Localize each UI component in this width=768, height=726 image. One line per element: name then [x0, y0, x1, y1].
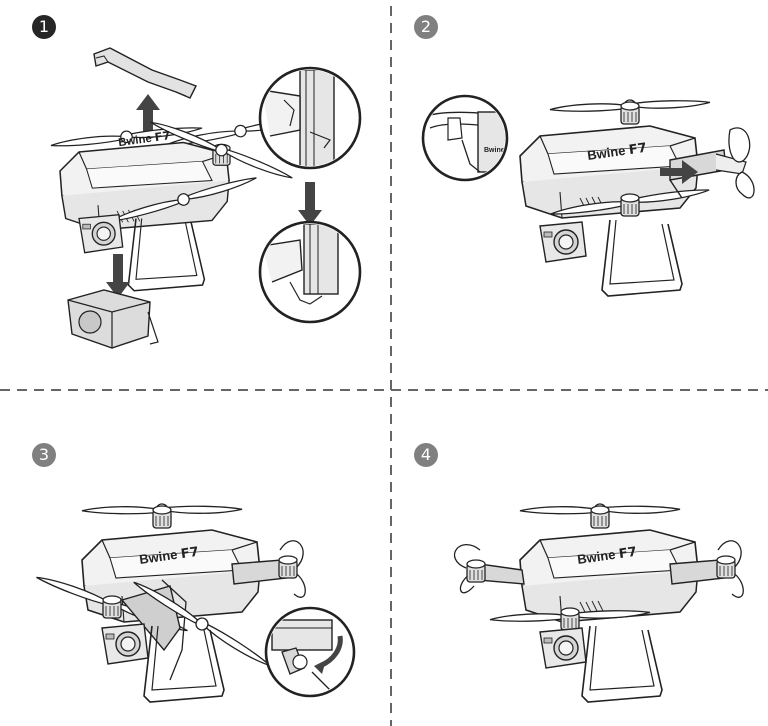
magnifier-callout-icon-4 [266, 608, 354, 696]
magnifier-callout-icon-2 [260, 222, 360, 322]
step-2-illustration: Bwine F7 [420, 94, 754, 296]
step-4-illustration: Bwine F7 [455, 501, 744, 702]
arrow-down-icon-2 [298, 182, 322, 226]
magnifier-callout-icon-3: Bwine [420, 96, 508, 180]
step-1-illustration: Bwine F7 [50, 48, 360, 348]
gimbal-cover [68, 290, 158, 348]
step-3-illustration: Bwine F7 [34, 501, 354, 702]
magnifier-callout-icon [260, 68, 360, 170]
svg-text:Bwine: Bwine [484, 147, 505, 154]
bracket-part [94, 48, 196, 98]
